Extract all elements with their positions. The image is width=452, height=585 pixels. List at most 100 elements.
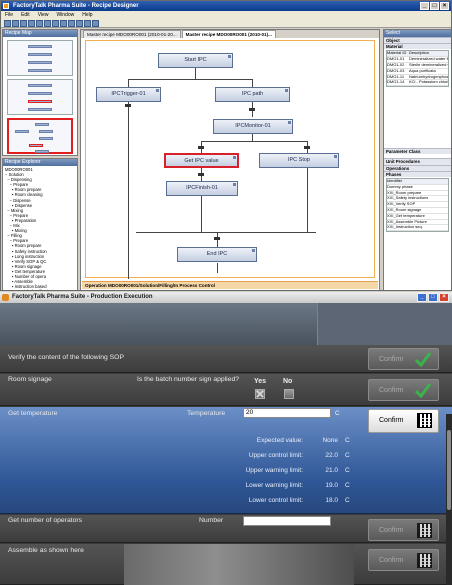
yes-checkbox[interactable] bbox=[255, 389, 265, 399]
tree-node[interactable]: ▪ Room prepare bbox=[5, 243, 42, 249]
step-start-ipc[interactable]: Start IPC bbox=[158, 53, 233, 68]
menu-file[interactable]: File bbox=[5, 12, 14, 18]
redo-icon[interactable] bbox=[60, 20, 67, 27]
maximize-button[interactable]: □ bbox=[428, 293, 438, 302]
menu-help[interactable]: Help bbox=[82, 12, 93, 18]
list-item[interactable]: Dummy phase bbox=[387, 185, 448, 191]
section-parameter-class[interactable]: Parameter Class bbox=[384, 148, 451, 155]
col-description[interactable]: Description bbox=[409, 51, 430, 56]
transition-marker[interactable] bbox=[125, 104, 131, 107]
paste-icon[interactable] bbox=[44, 20, 51, 27]
print-icon[interactable] bbox=[92, 20, 99, 27]
tree-node[interactable]: ▪ Room cleaning bbox=[5, 192, 43, 198]
transition-marker[interactable] bbox=[198, 173, 204, 176]
minimize-button[interactable]: _ bbox=[417, 293, 427, 302]
sfc-diagram[interactable]: Start IPC IPCTrigger-01 IPC path IPCMoni… bbox=[85, 40, 375, 279]
cut-icon[interactable] bbox=[28, 20, 35, 27]
tree-node[interactable]: − Prepare bbox=[5, 212, 29, 218]
tree-node[interactable]: − Dispense bbox=[5, 197, 31, 203]
step-end-ipc[interactable]: End IPC bbox=[177, 247, 257, 262]
maximize-button[interactable]: □ bbox=[430, 2, 439, 10]
tree-node[interactable]: ▪ Long instruction bbox=[5, 253, 45, 259]
tab-master-recipe-2[interactable]: Master recipe MDO00RO001 (2010-01)... bbox=[181, 30, 276, 38]
section-unit-procedures[interactable]: Unit Procedures bbox=[384, 158, 451, 165]
list-item[interactable]: XXI_Room prepare bbox=[387, 191, 448, 197]
tree-node[interactable]: ▪ Get temperature bbox=[5, 268, 46, 274]
confirm-button[interactable]: Confirm bbox=[368, 409, 439, 433]
tree-node[interactable]: − Prepare bbox=[5, 182, 29, 188]
recipe-tree[interactable]: MDO00RO001− Solution − Dispensing − Prep… bbox=[3, 166, 77, 290]
step-get-ipc-value[interactable]: Get IPC value bbox=[164, 153, 239, 168]
step-ipc-monitor[interactable]: IPCMonitor-01 bbox=[213, 119, 293, 134]
menu-window[interactable]: Window bbox=[56, 12, 75, 18]
tree-node[interactable]: − Solution bbox=[5, 172, 24, 178]
tree-node[interactable]: ▪ Dispense bbox=[5, 202, 33, 208]
tree-node[interactable]: ▪ Instruction based bbox=[5, 284, 47, 290]
number-input[interactable] bbox=[243, 516, 331, 526]
tree-node[interactable]: ▪ Room prepare bbox=[5, 187, 42, 193]
transition-marker[interactable] bbox=[198, 146, 204, 149]
no-checkbox[interactable] bbox=[284, 389, 294, 399]
list-item[interactable]: XXI_Get temperature bbox=[387, 214, 448, 220]
close-button[interactable]: × bbox=[440, 2, 449, 10]
section-operations[interactable]: Operations bbox=[384, 164, 451, 171]
step-ipc-stop[interactable]: IPC Stop bbox=[259, 153, 339, 168]
tree-node[interactable]: − Prepare bbox=[5, 238, 29, 244]
col-material-id[interactable]: Material ID bbox=[387, 51, 407, 56]
map-thumb-unit-procedure[interactable] bbox=[7, 79, 73, 115]
tree-node[interactable]: − Material Identification bbox=[5, 289, 75, 290]
tree-node[interactable]: MDO00RO001 bbox=[5, 167, 33, 172]
tree-node[interactable]: ▪ Assemble bbox=[5, 279, 33, 285]
zoom-out-icon[interactable] bbox=[76, 20, 83, 27]
list-item[interactable]: XXI_Assemble Picture bbox=[387, 220, 448, 226]
menu-edit[interactable]: Edit bbox=[21, 12, 30, 18]
tree-node[interactable]: − Filling bbox=[5, 233, 22, 239]
col-identifier[interactable]: Identifier bbox=[387, 179, 403, 183]
tree-node[interactable]: ▪ Preparation bbox=[5, 217, 37, 223]
section-material[interactable]: Material bbox=[384, 43, 451, 50]
material-desc: KCl - Potassium chloride bbox=[409, 80, 448, 85]
close-button[interactable]: × bbox=[439, 293, 449, 302]
open-icon[interactable] bbox=[12, 20, 19, 27]
tree-node[interactable]: − Mixing bbox=[5, 207, 24, 213]
minimize-button[interactable]: _ bbox=[420, 2, 429, 10]
tree-node[interactable]: − Dispensing bbox=[5, 177, 32, 183]
zoom-in-icon[interactable] bbox=[68, 20, 75, 27]
tree-node[interactable]: ▪ Safety instruction bbox=[5, 248, 47, 254]
phase-grid[interactable]: Identifier Dummy phase XXI_Room prepare … bbox=[386, 178, 449, 233]
section-phases[interactable]: Phases bbox=[384, 170, 451, 177]
menu-view[interactable]: View bbox=[37, 12, 49, 18]
tree-node[interactable]: − Mix bbox=[5, 223, 20, 229]
step-ipc-path[interactable]: IPC path bbox=[215, 87, 290, 102]
list-item[interactable]: XXI_Safety instructions bbox=[387, 196, 448, 203]
tree-node[interactable]: ▪ Room signage bbox=[5, 263, 42, 269]
tree-node[interactable]: ▪ Number of opera bbox=[5, 273, 47, 279]
map-thumb-procedure[interactable] bbox=[7, 40, 73, 76]
validate-icon[interactable] bbox=[84, 20, 91, 27]
transition-marker[interactable] bbox=[304, 146, 310, 149]
temperature-input[interactable]: 20 bbox=[243, 408, 331, 418]
list-item[interactable]: XXI_Verify SOP bbox=[387, 202, 448, 208]
new-icon[interactable] bbox=[4, 20, 11, 27]
step-ipc-trigger[interactable]: IPCTrigger-01 bbox=[96, 87, 161, 102]
undo-icon[interactable] bbox=[52, 20, 59, 27]
save-icon[interactable] bbox=[20, 20, 27, 27]
section-object[interactable]: Object bbox=[384, 37, 451, 44]
tree-node[interactable]: ▪ Mixing bbox=[5, 228, 27, 234]
step-ipc-finish[interactable]: IPCFinish-01 bbox=[166, 181, 238, 196]
tree-node[interactable]: ▪ Verify SOP & QC bbox=[5, 258, 47, 264]
list-item[interactable]: XXI_Room signage bbox=[387, 208, 448, 214]
transition-marker[interactable] bbox=[249, 108, 255, 111]
copy-icon[interactable] bbox=[36, 20, 43, 27]
list-item[interactable]: XXI_Instruction seq. bbox=[387, 225, 448, 232]
map-thumb-operation[interactable] bbox=[7, 118, 73, 154]
scrollbar-thumb[interactable] bbox=[447, 430, 451, 510]
tab-master-recipe-1[interactable]: Master recipe MDO00RO001 (2010-01-20... bbox=[83, 30, 181, 38]
transition-marker[interactable] bbox=[214, 237, 220, 240]
